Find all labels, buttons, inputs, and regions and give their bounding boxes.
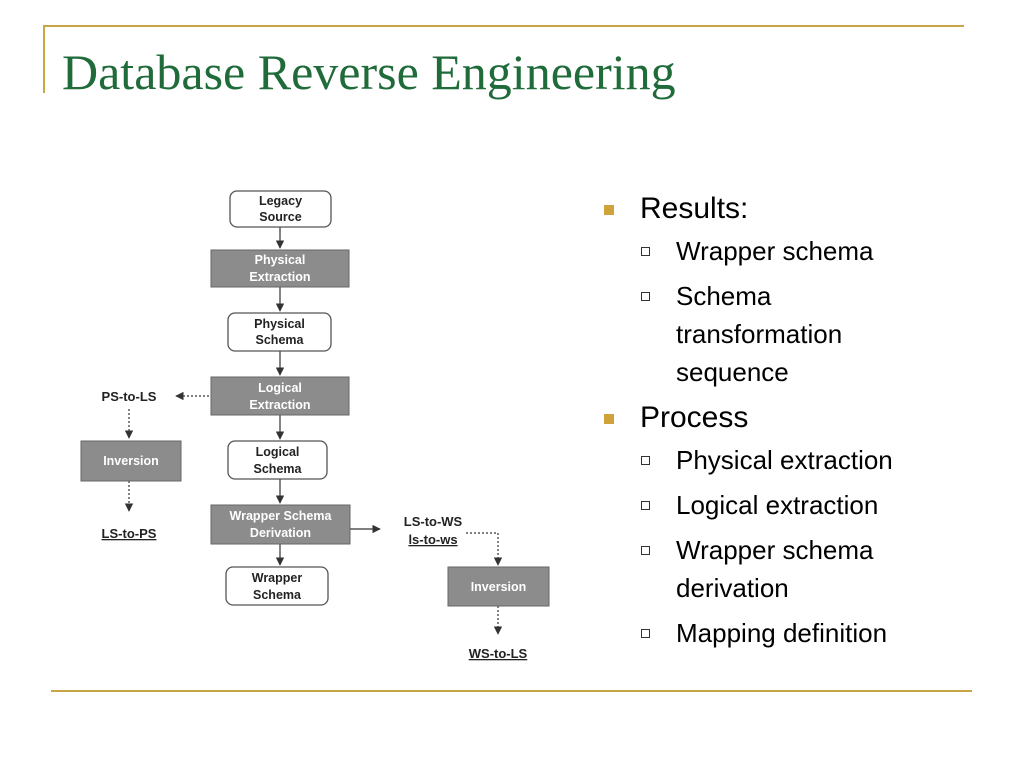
- physical-schema-line-1: Physical: [254, 317, 305, 331]
- bullet-list: Results: Wrapper schema Schema transform…: [596, 190, 996, 652]
- bullet-results-label: Results:: [640, 192, 749, 225]
- logical-schema-line-1: Logical: [256, 445, 300, 459]
- ws-to-ls-label: WS-to-LS: [469, 646, 528, 661]
- bullet-process: Process Physical extraction Logical extr…: [596, 399, 996, 652]
- reverse-engineering-diagram: Legacy Source Physical Extraction Physic…: [80, 190, 550, 661]
- physical-schema-node: Physical Schema: [227, 312, 332, 352]
- hollow-square-bullet-icon: [641, 501, 650, 510]
- bullet-process-label: Process: [640, 401, 749, 434]
- sub-bullet-text: Logical extraction: [676, 490, 879, 520]
- diagram-connectors: [124, 227, 503, 635]
- bottom-rule: [51, 690, 972, 692]
- wrapper-schema-line-2: Schema: [253, 588, 302, 602]
- sub-bullet-text: Schema transformation sequence: [676, 281, 843, 387]
- inversion-left-node: Inversion: [80, 440, 182, 482]
- ls-to-ws-lower-label: ls-to-ws: [408, 532, 457, 547]
- hollow-square-bullet-icon: [641, 247, 650, 256]
- sub-bullet-text: Mapping definition: [676, 618, 888, 648]
- inversion-right-label: Inversion: [471, 580, 527, 594]
- square-bullet-icon: [604, 414, 614, 424]
- connector-ls-to-ws-to-inversion: [466, 532, 503, 566]
- process-sublist: Physical extraction Logical extraction W…: [636, 441, 996, 652]
- hollow-square-bullet-icon: [641, 546, 650, 555]
- inversion-right-node: Inversion: [447, 566, 550, 607]
- sub-bullet: Wrapper schema derivation: [636, 531, 956, 607]
- legacy-source-line-1: Legacy: [259, 194, 302, 208]
- ls-to-ws-label: LS-to-WS: [404, 514, 463, 529]
- sub-bullet: Logical extraction: [636, 486, 996, 524]
- slide-title: Database Reverse Engineering: [62, 44, 676, 100]
- ps-to-ls-label: PS-to-LS: [102, 389, 157, 404]
- wrapper-schema-node: Wrapper Schema: [225, 566, 329, 606]
- sub-bullet-text: Wrapper schema derivation: [676, 535, 874, 603]
- bullet-results: Results: Wrapper schema Schema transform…: [596, 190, 996, 391]
- logical-schema-line-2: Schema: [254, 462, 303, 476]
- sub-bullet-text: Wrapper schema: [676, 236, 874, 266]
- square-bullet-icon: [604, 205, 614, 215]
- sub-bullet: Wrapper schema: [636, 232, 996, 270]
- wrapper-schema-line-1: Wrapper: [252, 571, 303, 585]
- sub-bullet: Schema transformation sequence: [636, 277, 896, 391]
- hollow-square-bullet-icon: [641, 292, 650, 301]
- physical-extraction-line-2: Extraction: [249, 270, 310, 284]
- logical-extraction-node: Logical Extraction: [210, 376, 350, 416]
- sub-bullet: Physical extraction: [636, 441, 996, 479]
- physical-schema-line-2: Schema: [256, 333, 305, 347]
- legacy-source-node: Legacy Source: [229, 190, 332, 228]
- wrapper-schema-derivation-node: Wrapper Schema Derivation: [210, 504, 351, 545]
- logical-extraction-line-2: Extraction: [249, 398, 310, 412]
- top-rule: [43, 25, 964, 27]
- legacy-source-line-2: Source: [259, 210, 301, 224]
- logical-extraction-line-1: Logical: [258, 381, 302, 395]
- sub-bullet: Mapping definition: [636, 614, 996, 652]
- hollow-square-bullet-icon: [641, 629, 650, 638]
- ls-to-ps-label: LS-to-PS: [102, 526, 157, 541]
- inversion-left-label: Inversion: [103, 454, 159, 468]
- logical-schema-node: Logical Schema: [227, 440, 328, 480]
- results-sublist: Wrapper schema Schema transformation seq…: [636, 232, 996, 391]
- wrapper-schema-derivation-line-1: Wrapper Schema: [230, 509, 333, 523]
- physical-extraction-line-1: Physical: [255, 253, 306, 267]
- sub-bullet-text: Physical extraction: [676, 445, 893, 475]
- left-rule: [43, 25, 45, 93]
- wrapper-schema-derivation-line-2: Derivation: [250, 526, 311, 540]
- physical-extraction-node: Physical Extraction: [210, 249, 350, 288]
- hollow-square-bullet-icon: [641, 456, 650, 465]
